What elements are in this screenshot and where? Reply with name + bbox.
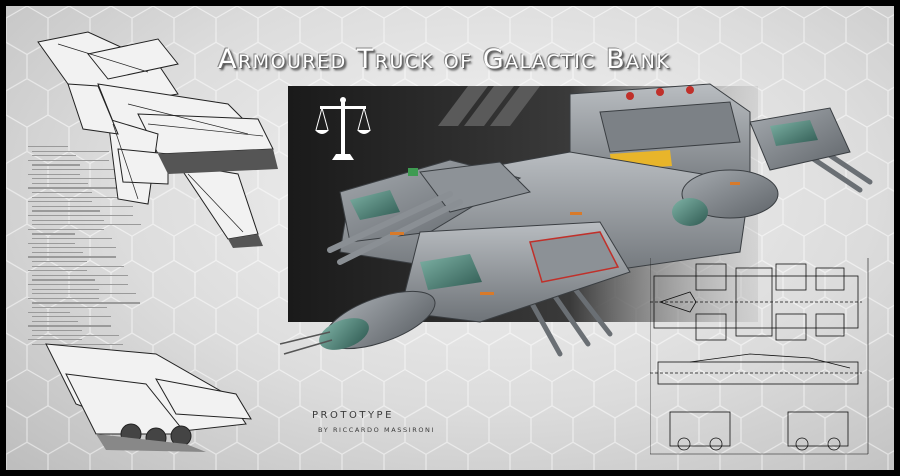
spec-line xyxy=(32,288,99,290)
spec-line xyxy=(32,192,92,194)
spec-line xyxy=(32,219,104,221)
bottom-left-wireframe-render xyxy=(45,343,252,452)
spec-line xyxy=(32,182,88,184)
spec-line xyxy=(32,307,107,309)
spec-line xyxy=(28,339,82,341)
spec-line xyxy=(32,265,124,267)
spec-line xyxy=(32,150,109,152)
blueprint-views xyxy=(650,258,869,455)
prototype-label: PROTOTYPE xyxy=(312,410,394,421)
spec-line xyxy=(28,242,75,244)
spec-line xyxy=(32,210,100,212)
spec-line xyxy=(28,228,104,230)
spec-line xyxy=(28,270,87,272)
spec-line xyxy=(32,205,133,207)
poster-title: Armoured Truck of Galactic Bank xyxy=(218,44,671,75)
spec-line xyxy=(32,233,75,235)
spec-line xyxy=(28,146,68,148)
spec-line xyxy=(32,320,78,322)
spec-line xyxy=(32,247,116,249)
spec-line xyxy=(32,224,141,226)
spec-line xyxy=(32,274,128,276)
spec-line xyxy=(32,164,80,166)
spec-line xyxy=(28,297,99,299)
spec-line xyxy=(28,201,92,203)
spec-line xyxy=(28,173,80,175)
spec-line xyxy=(28,215,133,217)
spec-line xyxy=(32,293,136,295)
spec-line xyxy=(28,159,109,161)
spec-line xyxy=(32,178,121,180)
spec-line xyxy=(32,238,112,240)
spec-line xyxy=(32,279,95,281)
spec-line xyxy=(32,343,123,345)
spec-line xyxy=(28,311,70,313)
artwork-panel: Armoured Truck of Galactic Bank xyxy=(6,6,894,470)
spec-text-block xyxy=(28,146,268,356)
top-left-wireframe-render xyxy=(37,31,278,248)
spec-line xyxy=(32,251,83,253)
spec-line xyxy=(32,169,117,171)
spec-line xyxy=(32,155,76,157)
spec-line xyxy=(32,196,129,198)
author-byline: BY RICCARDO MASSIRONI xyxy=(318,426,436,434)
spec-line xyxy=(28,256,116,258)
armoured-truck-main-render xyxy=(279,83,873,357)
spec-line xyxy=(28,187,121,189)
spec-line xyxy=(28,284,128,286)
spec-line xyxy=(32,261,87,263)
spec-line xyxy=(32,330,82,332)
spec-line xyxy=(32,334,119,336)
scales-of-justice-icon xyxy=(315,97,371,160)
spec-line xyxy=(28,325,111,327)
spec-line xyxy=(32,302,140,304)
spec-line xyxy=(32,316,111,318)
